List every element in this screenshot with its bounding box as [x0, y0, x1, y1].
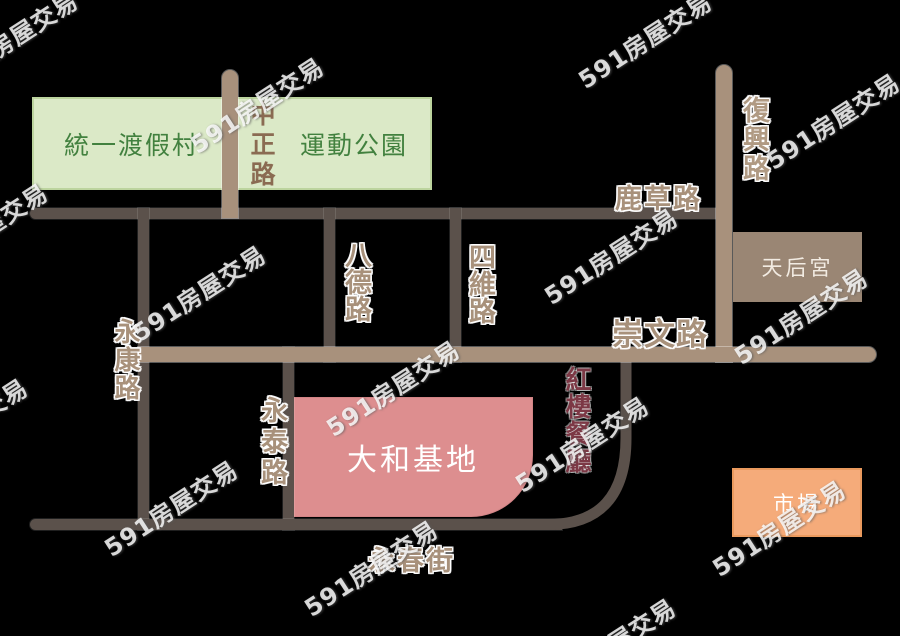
road-fuxing	[716, 65, 732, 362]
place-dahe-site-box: 大和基地	[293, 397, 533, 517]
road-bade	[324, 208, 335, 362]
road-yongtai	[283, 347, 294, 530]
place-temple-box: 天后宮	[733, 232, 862, 302]
watermark: 591房屋交易	[0, 0, 84, 94]
road-label-zhongzheng: 中正路	[247, 101, 276, 191]
road-curve	[547, 360, 632, 530]
place-temple-label: 天后宮	[761, 256, 834, 280]
place-dahe-site-label: 大和基地	[347, 443, 479, 478]
place-sports-park-label: 運動公園	[300, 130, 409, 160]
watermark: 591房屋交易	[0, 373, 34, 481]
road-label-yongchun: 永春街	[368, 546, 455, 577]
place-market-box: 市場	[732, 468, 862, 537]
place-market-label: 市場	[773, 491, 821, 516]
place-restaurant-label: 紅樓餐廳	[561, 366, 591, 474]
road-zhongzheng	[222, 70, 238, 218]
place-resort-label: 統一渡假村	[64, 130, 200, 160]
road-label-lucao: 鹿草路	[615, 184, 702, 215]
watermark: 591房屋交易	[534, 589, 682, 636]
watermark: 591房屋交易	[0, 178, 54, 286]
road-label-yongkang: 永康路	[110, 318, 140, 402]
road-label-bade: 八德路	[340, 241, 371, 322]
road-yongkang	[138, 208, 149, 530]
road-label-siwei: 四維路	[464, 243, 495, 324]
road-yongchun	[30, 519, 562, 530]
watermark: 591房屋交易	[573, 0, 718, 95]
road-label-fuxing: 復興路	[738, 96, 769, 183]
road-lucao	[30, 208, 717, 219]
watermark: 591房屋交易	[761, 68, 900, 176]
road-siwei	[450, 208, 461, 362]
road-label-yongtai: 永泰路	[256, 396, 287, 489]
watermark: 591房屋交易	[99, 455, 244, 563]
road-chongwen	[138, 347, 876, 362]
road-label-chongwen: 崇文路	[612, 317, 708, 353]
road-curve-path	[547, 360, 632, 530]
